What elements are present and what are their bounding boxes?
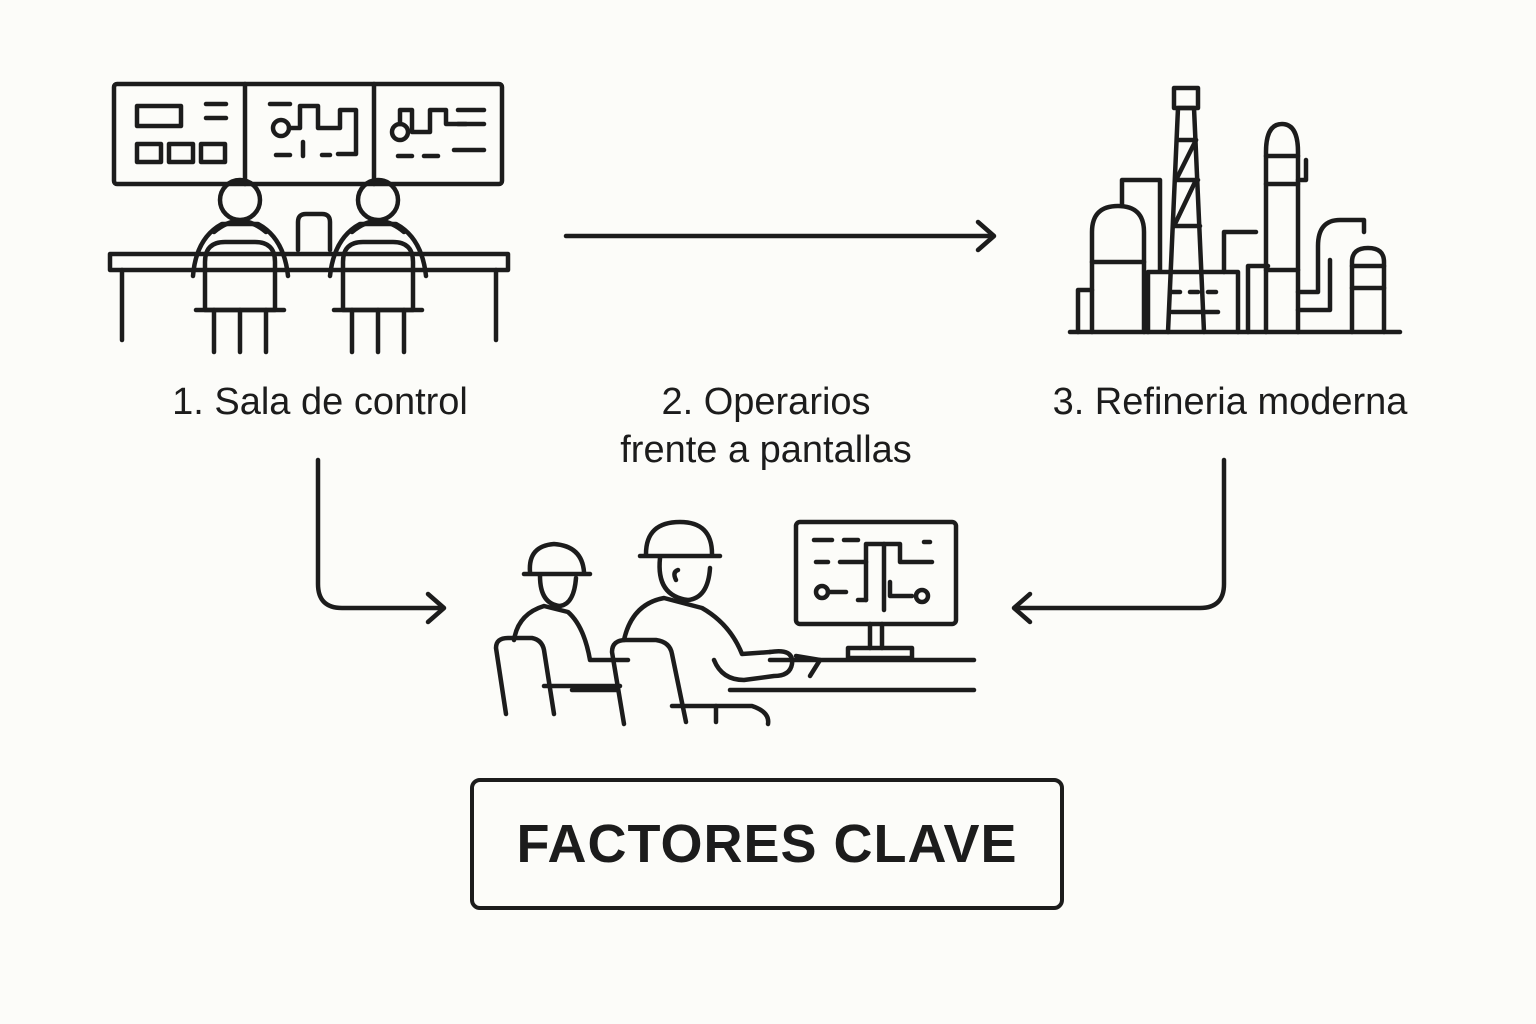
key-factors-label: FACTORES CLAVE (516, 814, 1018, 874)
control-room-icon (107, 81, 511, 355)
arrow-from-step-3 (1011, 457, 1227, 625)
arrow-right (563, 219, 997, 253)
key-factors-box: FACTORES CLAVE (470, 778, 1064, 910)
step-2-label: 2. Operarios frente a pantallas (556, 378, 976, 474)
arrow-from-step-1 (315, 457, 447, 625)
step-1-label: 1. Sala de control (172, 381, 468, 423)
step-3-label: 3. Refineria moderna (1052, 381, 1408, 423)
step-2-label-line1: 2. Operarios (661, 381, 871, 423)
operators-screens-icon (493, 519, 977, 727)
refinery-icon (1067, 85, 1403, 335)
step-2-label-line2: frente a pantallas (620, 429, 912, 471)
